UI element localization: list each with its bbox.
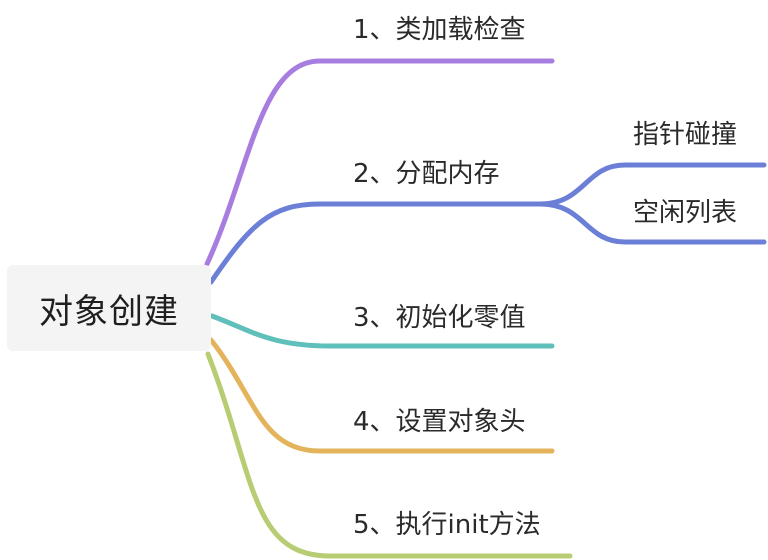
root-node-label: 对象创建 (39, 291, 179, 332)
sub-branch-label-2: 空闲列表 (633, 198, 738, 228)
branch-line-5 (205, 351, 573, 559)
branch-label-4: 4、设置对象头 (353, 407, 526, 437)
sub-branch-line-1 (537, 162, 767, 207)
branch-line-4 (208, 337, 555, 454)
root-node: 对象创建 (7, 265, 211, 351)
branch-label-2: 2、分配内存 (353, 159, 500, 189)
branch-label-3: 3、初始化零值 (353, 303, 526, 333)
branch-label-5: 5、执行init方法 (353, 510, 541, 540)
sub-branch-line-2 (537, 201, 767, 245)
branch-line-1 (204, 58, 555, 267)
branch-line-3 (209, 313, 555, 349)
branch-line-2 (208, 201, 543, 285)
branch-label-1: 1、类加载检查 (353, 15, 526, 45)
sub-branch-label-1: 指针碰撞 (633, 120, 738, 150)
